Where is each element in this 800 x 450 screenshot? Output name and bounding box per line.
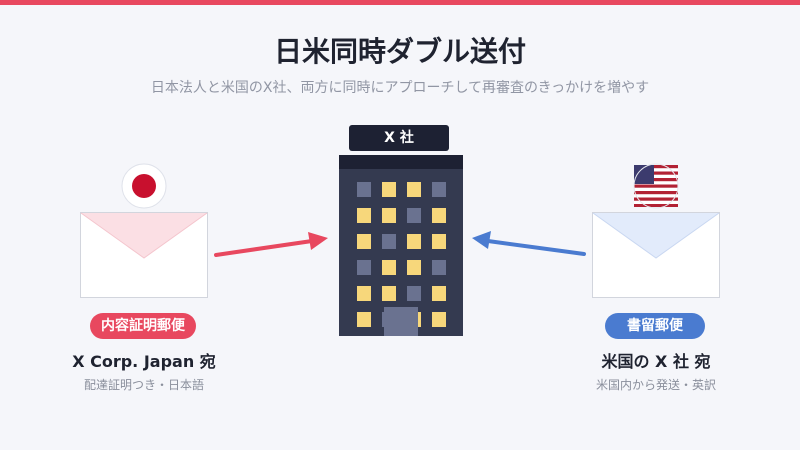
building-window bbox=[382, 260, 396, 275]
left-recipient: X Corp. Japan 宛 bbox=[72, 352, 216, 371]
building-window bbox=[407, 208, 421, 223]
top-accent-bar bbox=[0, 0, 800, 5]
company-label: X 社 bbox=[349, 125, 449, 151]
building-window bbox=[432, 182, 446, 197]
right-note: 米国内から発送・英訳 bbox=[595, 378, 716, 392]
building-window bbox=[357, 182, 371, 197]
building-window bbox=[357, 234, 371, 249]
building-window bbox=[382, 286, 396, 301]
envelope-icon bbox=[592, 212, 720, 298]
building-window bbox=[357, 286, 371, 301]
building-window bbox=[432, 208, 446, 223]
building-window bbox=[357, 208, 371, 223]
building-window bbox=[357, 312, 371, 327]
office-building-icon bbox=[339, 155, 463, 353]
certified-mail-badge: 内容証明郵便 bbox=[90, 313, 196, 339]
left-note: 配達証明つき・日本語 bbox=[83, 378, 204, 392]
building-window bbox=[432, 260, 446, 275]
arrow-right-icon bbox=[212, 228, 332, 266]
building-window bbox=[382, 182, 396, 197]
right-recipient: 米国の X 社 宛 bbox=[601, 352, 711, 371]
page-title: 日米同時ダブル送付 bbox=[273, 35, 526, 68]
building-window bbox=[432, 312, 446, 327]
envelope-icon bbox=[80, 212, 208, 298]
japan-flag-icon bbox=[121, 163, 167, 213]
building-window bbox=[407, 260, 421, 275]
usa-flag-icon bbox=[633, 163, 679, 213]
building-window bbox=[432, 286, 446, 301]
building-window bbox=[432, 234, 446, 249]
page-subtitle: 日本法人と米国のX社、両方に同時にアプローチして再審査のきっかけを増やす bbox=[150, 80, 650, 96]
registered-mail-badge: 書留郵便 bbox=[605, 313, 705, 339]
building-window bbox=[407, 182, 421, 197]
building-window bbox=[382, 208, 396, 223]
building-window bbox=[407, 286, 421, 301]
building-window bbox=[382, 234, 396, 249]
building-window bbox=[357, 260, 371, 275]
building-window bbox=[407, 234, 421, 249]
arrow-left-icon bbox=[470, 226, 588, 264]
